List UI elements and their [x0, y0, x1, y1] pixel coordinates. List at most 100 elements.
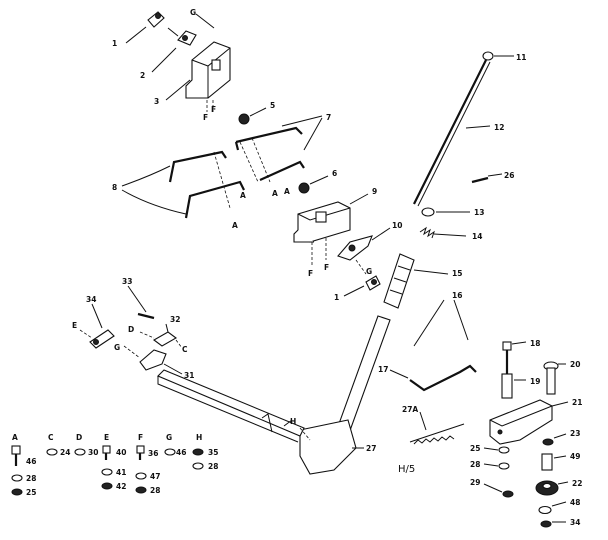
label-33: 33	[122, 277, 132, 286]
part-23-nut	[542, 438, 554, 446]
part-19-spacer	[501, 373, 513, 399]
label-7: 7	[326, 113, 331, 122]
hardware-legend: A 46 28 25 C 24 D 30 E 40 41 42 F 36 47 …	[11, 433, 218, 497]
legend-E-nut	[101, 482, 113, 490]
part-9-bracket	[293, 201, 351, 243]
legend-F: F	[138, 433, 143, 442]
label-17: 17	[378, 365, 388, 374]
legend-E: E	[104, 433, 109, 442]
legend-E-bolt	[102, 445, 111, 454]
label-h5: H/5	[398, 464, 415, 475]
label-11: 11	[516, 53, 526, 62]
part-26-pin	[471, 176, 489, 184]
part-27a-spring	[413, 435, 455, 445]
legend-A-46: 46	[26, 457, 36, 466]
label-32: 32	[170, 315, 180, 324]
label-2: 2	[140, 71, 145, 80]
legend-A-28: 28	[26, 474, 36, 483]
label-9: 9	[372, 187, 377, 196]
label-g2: G	[366, 267, 372, 276]
label-21: 21	[572, 398, 582, 407]
label-16: 16	[452, 291, 462, 300]
label-25b: 25	[470, 444, 480, 453]
leader-2	[151, 47, 177, 73]
label-15: 15	[452, 269, 462, 278]
label-1a: 1	[112, 39, 117, 48]
label-34a: 34	[86, 295, 96, 304]
legend-E-42: 42	[116, 482, 126, 491]
part-13-washer	[421, 207, 435, 217]
legend-G-46: 46	[176, 448, 186, 457]
label-a3: A	[272, 189, 278, 198]
leader-3	[165, 79, 191, 101]
legend-A-25: 25	[26, 488, 36, 497]
part-5-nut	[238, 113, 250, 125]
label-h1: H	[290, 417, 296, 426]
part-15-grip	[383, 253, 415, 309]
label-f1: F	[203, 113, 208, 122]
legend-A: A	[12, 433, 18, 442]
part-12-rod	[413, 59, 487, 205]
part-34-nut	[540, 520, 552, 528]
label-a2: A	[232, 221, 238, 230]
label-48: 48	[570, 498, 580, 507]
label-19: 19	[530, 377, 540, 386]
part-6-nut	[298, 182, 310, 194]
label-27: 27	[366, 444, 376, 453]
legend-A-nut	[11, 488, 23, 496]
label-e1: E	[72, 321, 77, 330]
part-20-bolt	[543, 361, 559, 395]
label-f4: F	[324, 263, 329, 272]
label-10: 10	[392, 221, 402, 230]
part-34-link	[89, 329, 115, 349]
legend-H-28: 28	[208, 462, 218, 471]
legend-D-washer	[74, 448, 86, 456]
label-27a: 27A	[402, 405, 418, 414]
label-34b: 34	[570, 518, 580, 527]
part-3-bracket	[185, 41, 231, 99]
legend-G: G	[166, 433, 172, 442]
part-21-bracket	[489, 399, 553, 445]
part-29-nut	[502, 490, 514, 498]
legend-F-bolt	[136, 445, 145, 454]
label-1b: 1	[334, 293, 339, 302]
leader-1a	[125, 26, 147, 44]
label-c1: C	[182, 345, 188, 354]
legend-A-bolt	[11, 445, 21, 455]
legend-C: C	[48, 433, 54, 442]
part-22-pulley	[535, 480, 559, 496]
part-28-washer	[498, 462, 510, 470]
label-49: 49	[570, 452, 580, 461]
label-3: 3	[154, 97, 159, 106]
legend-C-24: 24	[60, 448, 70, 457]
label-14: 14	[472, 232, 482, 241]
legend-H-washer	[192, 462, 204, 470]
part-27-handle	[157, 315, 391, 475]
label-18: 18	[530, 339, 540, 348]
part-8-bars	[168, 150, 305, 219]
label-23: 23	[570, 429, 580, 438]
part-1-top-knob	[147, 11, 165, 28]
legend-F-washer	[135, 472, 147, 480]
part-48-washer	[538, 505, 552, 515]
legend-A-washer	[11, 474, 23, 482]
legend-F-28: 28	[150, 486, 160, 495]
legend-G-washer	[164, 448, 176, 456]
legend-H-nut	[192, 448, 204, 456]
part-18-bolt	[502, 341, 512, 376]
part-2-clip	[177, 30, 197, 46]
label-f2: F	[211, 105, 216, 114]
label-a4: A	[284, 187, 290, 196]
label-22: 22	[572, 479, 582, 488]
legend-F-36: 36	[148, 449, 158, 458]
label-g1: G	[190, 8, 196, 17]
label-20: 20	[570, 360, 580, 369]
part-33-pin	[137, 312, 155, 320]
legend-F-47: 47	[150, 472, 160, 481]
label-12: 12	[494, 123, 504, 132]
label-5: 5	[270, 101, 275, 110]
legend-F-nut	[135, 486, 147, 494]
part-10-lever	[337, 235, 373, 261]
label-a1: A	[240, 191, 246, 200]
legend-E-41: 41	[116, 468, 126, 477]
